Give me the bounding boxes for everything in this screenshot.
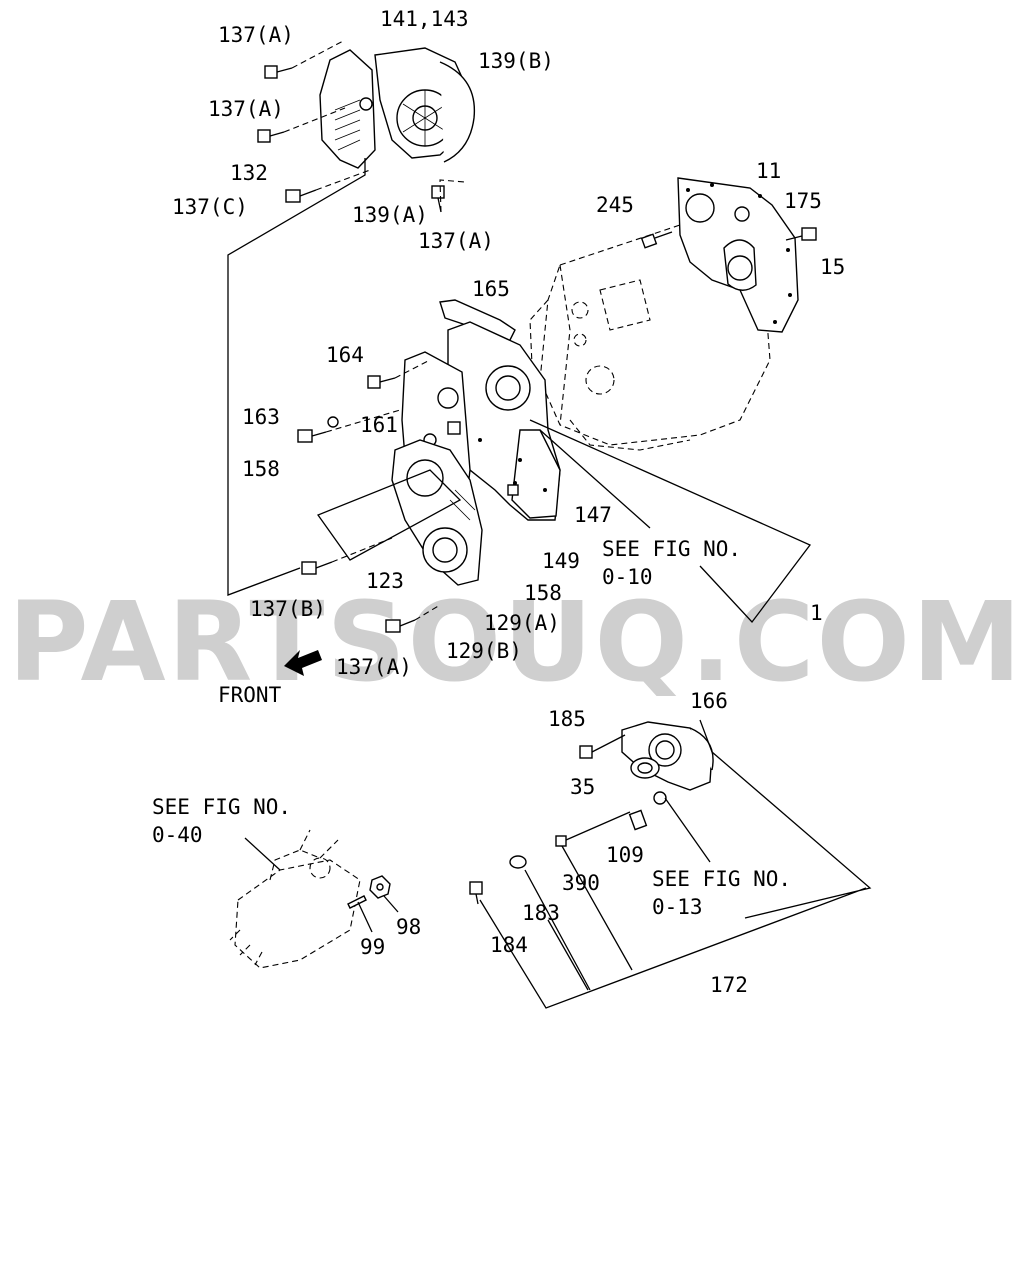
front-arrow-icon (284, 650, 322, 676)
callout-163: 163 (242, 405, 280, 429)
callout-161: 161 (360, 413, 398, 437)
seal-35 (630, 757, 660, 779)
washer-163 (327, 416, 339, 428)
callout-164: 164 (326, 343, 364, 367)
callout-183: 183 (522, 901, 560, 925)
bolt-137a-right (431, 185, 445, 213)
bolt-245 (640, 231, 673, 249)
see-fig-0-10-line1: SEE FIG NO. (602, 537, 741, 561)
bolt-158-bottom (507, 484, 519, 496)
callout-137a-right: 137(A) (418, 229, 494, 253)
callout-132: 132 (230, 161, 268, 185)
callout-166: 166 (690, 689, 728, 713)
bolt-164 (367, 375, 396, 389)
injection-pump (229, 829, 361, 969)
callout-137a-bottom: 137(A) (336, 655, 412, 679)
part-390 (555, 811, 631, 847)
bolt-137a-mid (257, 129, 285, 143)
rear-plate-11 (677, 177, 799, 333)
bolt-137b (301, 561, 333, 575)
watermark: PARTSOUQ.COM (8, 578, 1024, 706)
front-cover-main (447, 321, 561, 521)
callout-99: 99 (360, 935, 385, 959)
bolt-137a-bottom (385, 619, 416, 633)
callout-165: 165 (472, 277, 510, 301)
callout-35: 35 (570, 775, 595, 799)
callout-139a: 139(A) (352, 203, 428, 227)
callout-137a-mid: 137(A) (208, 97, 284, 121)
bolt-158-left (297, 429, 327, 443)
bolt-184 (469, 881, 483, 905)
callout-149: 149 (542, 549, 580, 573)
callout-141-143: 141,143 (380, 7, 469, 31)
front-label: FRONT (218, 683, 282, 707)
callout-15: 15 (820, 255, 845, 279)
callout-175: 175 (784, 189, 822, 213)
callout-109: 109 (606, 843, 644, 867)
callout-184: 184 (490, 933, 528, 957)
see-fig-0-40-line1: SEE FIG NO. (152, 795, 291, 819)
callout-98: 98 (396, 915, 421, 939)
retainer-166 (621, 721, 714, 791)
callout-158-left: 158 (242, 457, 280, 481)
callout-137a-top: 137(A) (218, 23, 294, 47)
callout-390: 390 (562, 871, 600, 895)
callout-123: 123 (366, 569, 404, 593)
callout-158-bottom: 158 (524, 581, 562, 605)
callout-172: 172 (710, 973, 748, 997)
bolt-161 (447, 421, 461, 435)
callout-129b: 129(B) (446, 639, 522, 663)
bolt-137c (285, 189, 317, 203)
bolt-185 (579, 734, 626, 759)
see-fig-0-13-line1: SEE FIG NO. (652, 867, 791, 891)
callout-1: 1 (810, 601, 823, 625)
washer-183 (509, 855, 527, 869)
callout-137c: 137(C) (172, 195, 248, 219)
callout-139b: 139(B) (478, 49, 554, 73)
engine-block (529, 224, 771, 451)
upper-timing-cover (319, 47, 476, 169)
callout-185: 185 (548, 707, 586, 731)
callout-137b: 137(B) (250, 597, 326, 621)
stud-99 (347, 895, 373, 933)
bolt-137a-top (264, 65, 293, 79)
see-fig-0-13-line2: 0-13 (652, 895, 703, 919)
bolt-15 (785, 227, 817, 241)
callout-147: 147 (574, 503, 612, 527)
callout-11: 11 (756, 159, 781, 183)
see-fig-0-10-line2: 0-10 (602, 565, 653, 589)
part-109 (628, 791, 667, 831)
nut-98 (369, 875, 399, 913)
see-fig-0-40-line2: 0-40 (152, 823, 203, 847)
callout-129a: 129(A) (484, 611, 560, 635)
callout-245: 245 (596, 193, 634, 217)
